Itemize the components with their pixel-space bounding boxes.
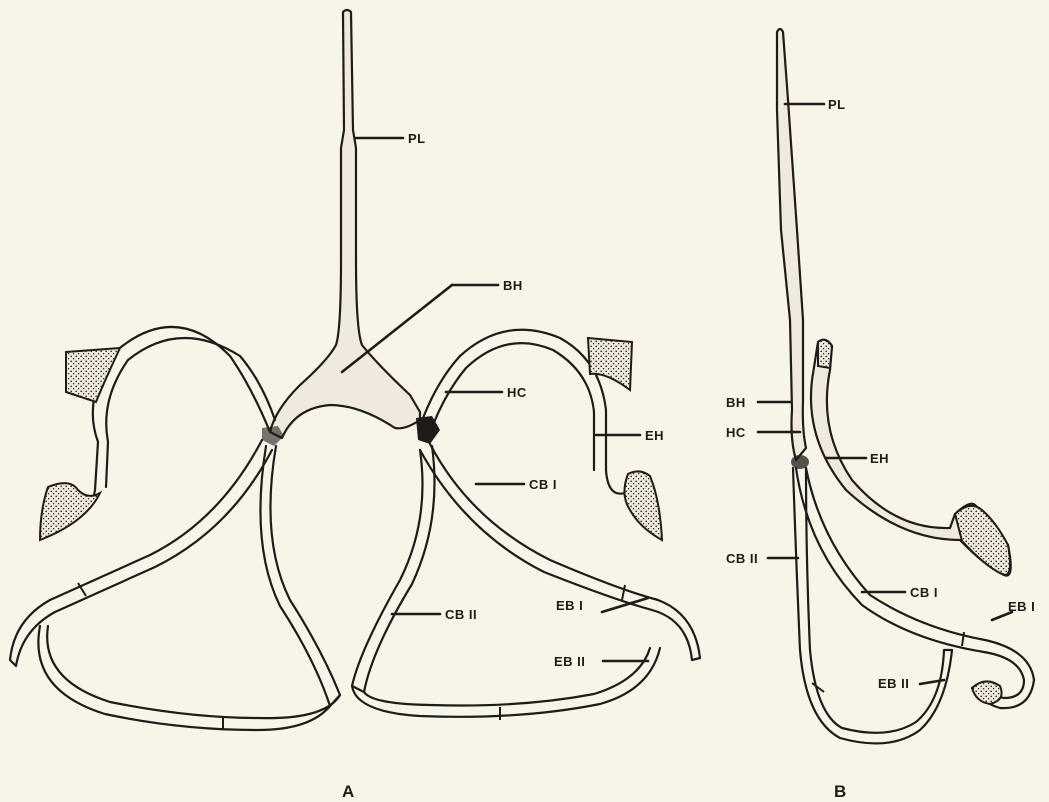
panel-a-left-ceratobranchial-1 [10, 440, 272, 666]
panel-b-eb2-label: EB II [878, 676, 909, 691]
panel-b-pl-label: PL [828, 97, 846, 112]
panel-a-right-ceratobranchial-1 [420, 444, 700, 660]
panel-b-parahyoid-process [777, 29, 806, 460]
panel-a-left-epihyal-lower [40, 483, 100, 540]
panel-a-cb1-label: CB I [529, 477, 557, 492]
panel-a-title: A [342, 782, 354, 801]
panel-a-suture-4 [622, 585, 625, 600]
panel-a-right-ceratobranchial-2 [352, 446, 435, 692]
panel-a-eb1-label: EB I [556, 598, 583, 613]
panel-a-hc-label: HC [507, 385, 527, 400]
panel-a-right-epibranchial-2 [352, 648, 660, 717]
panel-a-right-joint [416, 416, 440, 444]
panel-b-epibranchial-1-tip [972, 681, 1002, 704]
panel-b-bh-label: BH [726, 395, 746, 410]
panel-a: PL BH HC EH CB I CB II EB I EB II A [10, 10, 700, 801]
panel-a-parahyoid-process [270, 10, 420, 438]
panel-b-eh-label: EH [870, 451, 889, 466]
panel-b-hc-label: HC [726, 425, 746, 440]
panel-a-left-epibranchial-2 [38, 626, 340, 730]
panel-b-ceratohyal-top [818, 340, 832, 368]
panel-a-eb2-label: EB II [554, 654, 585, 669]
panel-b-cb1-label: CB I [910, 585, 938, 600]
panel-b-cb2-label: CB II [726, 551, 758, 566]
panel-a-pl-label: PL [408, 131, 426, 146]
panel-a-left-ceratobranchial-2 [260, 446, 340, 706]
panel-a-right-epihyal-lower [624, 471, 662, 540]
panel-a-eh-label: EH [645, 428, 664, 443]
panel-a-left-ceratohyal-inner [106, 338, 275, 487]
panel-a-cb2-label: CB II [445, 607, 477, 622]
panel-a-right-epihyal-upper [588, 338, 632, 390]
panel-b-title: B [834, 782, 846, 801]
panel-b-eb1-label: EB I [1008, 599, 1035, 614]
panel-b-epihyal-tip [955, 506, 1010, 575]
panel-b: PL BH HC EH CB II CB I EB I EB II B [726, 29, 1035, 801]
panel-a-bh-label: BH [503, 278, 523, 293]
panel-a-right-ceratohyal-inner [433, 343, 594, 470]
panel-b-joint [791, 455, 809, 469]
panel-a-eb1-leader [602, 598, 648, 612]
